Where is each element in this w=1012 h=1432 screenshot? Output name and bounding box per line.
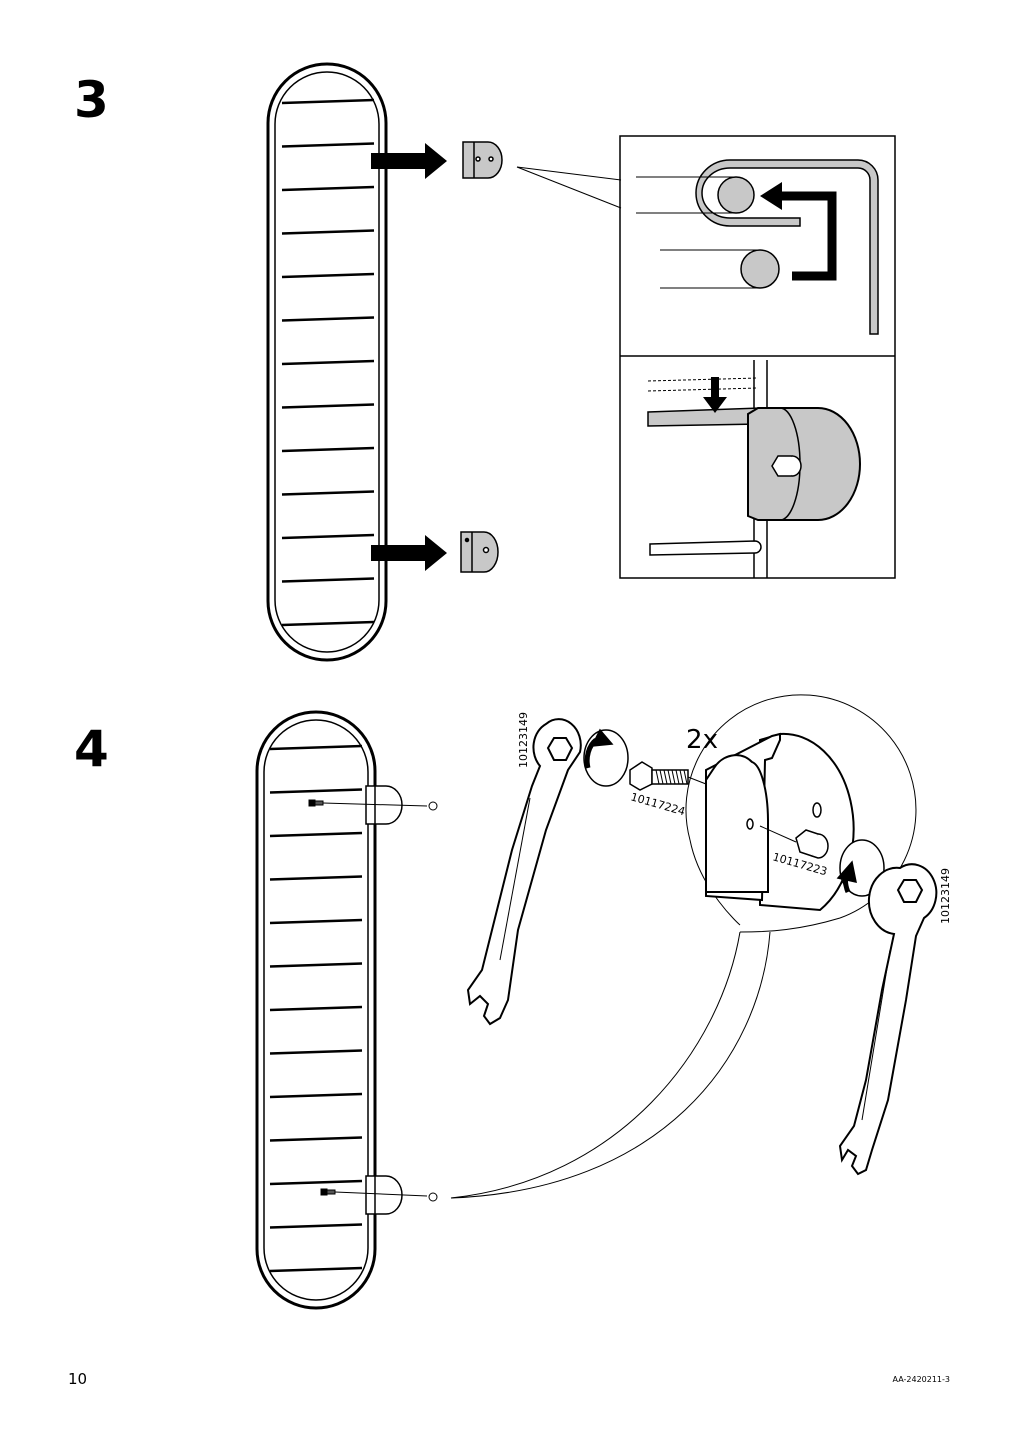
hook-detail xyxy=(636,159,879,335)
bracket-icon-mounted-bottom xyxy=(365,1175,403,1215)
bolt-thread xyxy=(667,769,672,785)
rail-rung xyxy=(269,1049,363,1055)
rail-rung xyxy=(281,98,375,105)
rail-icon-step4 xyxy=(255,710,377,1310)
rail-rung xyxy=(269,744,363,751)
rail-rung xyxy=(281,403,375,409)
bracket-icon-detail xyxy=(705,732,855,912)
rail-rung xyxy=(269,1179,363,1186)
arrow-right-icon-bottom xyxy=(371,535,447,571)
page-number: 10 xyxy=(68,1370,88,1388)
rail-rung xyxy=(281,316,375,322)
bolt-thread xyxy=(659,769,664,785)
rail-rung xyxy=(281,577,375,583)
magnifier-callout xyxy=(450,694,917,1199)
step-number-3: 3 xyxy=(74,71,109,129)
bolt-thread xyxy=(671,769,676,785)
bolt-thread xyxy=(655,769,660,785)
quantity-label: 2x xyxy=(686,725,718,755)
rail-rung xyxy=(281,185,375,192)
bracket-icon-top xyxy=(462,141,503,179)
bolt-icon-small-bottom xyxy=(320,1188,438,1202)
bolt-icon-large xyxy=(629,761,707,791)
bolt-icon-small-top xyxy=(308,799,438,811)
wrench-icon-left xyxy=(466,718,582,1026)
step-number-4: 4 xyxy=(74,720,109,778)
wrench-part-number-right: 10123149 xyxy=(939,868,952,924)
rail-rung xyxy=(269,1223,363,1229)
rail-rung xyxy=(269,875,363,881)
rail-rung xyxy=(281,272,375,279)
rail-rung xyxy=(281,620,375,627)
bolt-thread xyxy=(675,769,680,785)
rail-icon-step3 xyxy=(266,62,388,662)
rail-rung xyxy=(281,142,375,148)
rail-rung xyxy=(281,533,375,540)
rail-rung xyxy=(269,1005,363,1012)
bracket-side-detail xyxy=(647,360,861,578)
arrow-down-icon xyxy=(703,377,727,413)
rotate-arrow-icon-left xyxy=(583,728,629,787)
rail-rung xyxy=(281,490,375,496)
rail-rung xyxy=(269,788,363,794)
rail-rung xyxy=(269,1266,363,1273)
bolt-thread xyxy=(663,769,668,785)
nut-icon-large xyxy=(759,825,829,859)
rail-rung xyxy=(269,1136,363,1142)
detail-box xyxy=(619,135,896,579)
arrow-hook-icon xyxy=(760,182,837,281)
rail-rung xyxy=(281,359,375,366)
rail-rung xyxy=(269,962,363,968)
bolt-thread xyxy=(679,769,684,785)
rail-rung xyxy=(269,831,363,838)
document-code: AA-2420211-3 xyxy=(892,1375,950,1384)
bracket-icon-bottom xyxy=(460,531,499,573)
bolt-thread xyxy=(683,769,688,785)
wrench-part-number-left: 10123149 xyxy=(517,712,530,768)
rail-rung xyxy=(281,229,375,235)
rail-rung xyxy=(269,918,363,925)
bolt-part-number: 10117224 xyxy=(629,790,686,818)
rail-rung xyxy=(269,1092,363,1099)
arrow-right-icon-top xyxy=(371,143,447,179)
zoom-callout xyxy=(516,166,622,209)
wrench-icon-right xyxy=(838,863,938,1176)
rail-rung xyxy=(281,446,375,453)
